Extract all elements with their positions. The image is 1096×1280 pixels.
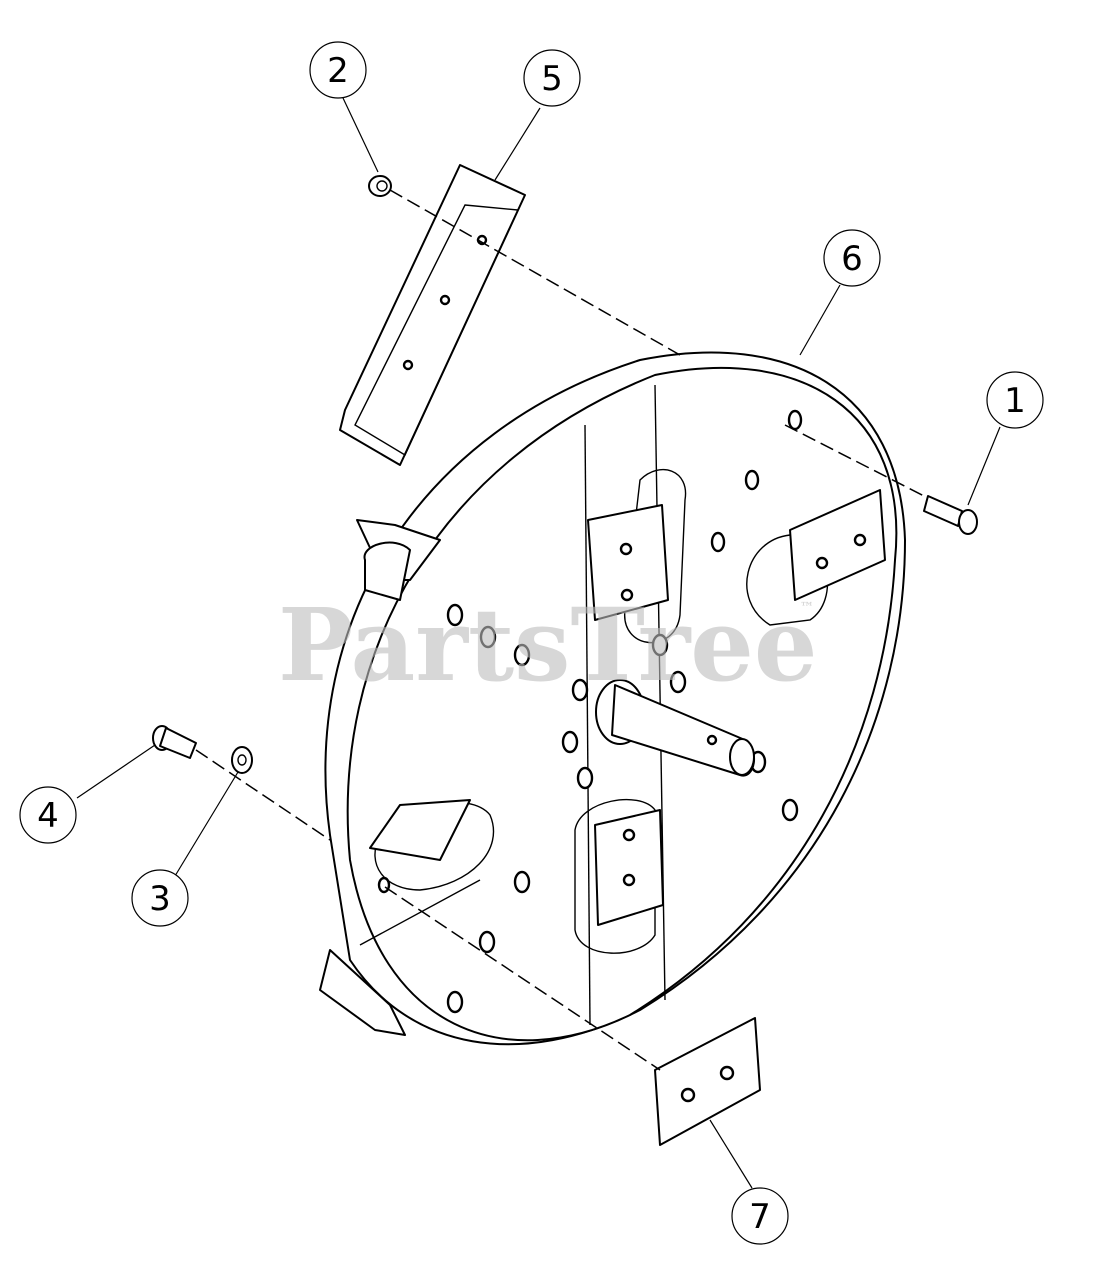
partstree-watermark: PartsTree ™ <box>278 586 818 704</box>
svg-text:PartsTree: PartsTree <box>278 586 818 704</box>
plate-channel-lower <box>359 879 481 946</box>
plate-channel-left <box>584 424 591 1026</box>
shoe-hole-2 <box>719 1065 735 1081</box>
blade-hole-2 <box>439 294 451 306</box>
svg-text:1: 1 <box>1004 381 1026 421</box>
leader-lines <box>76 97 1001 1189</box>
blade-part-5[interactable] <box>339 164 526 466</box>
paddle-left <box>369 799 471 861</box>
plate-holes <box>377 409 867 1014</box>
shoe-body <box>654 1017 761 1146</box>
callout-4[interactable]: 4 <box>19 786 77 844</box>
nut-part-2[interactable] <box>368 175 392 197</box>
svg-text:5: 5 <box>541 59 563 99</box>
rear-paddle-hub <box>363 541 411 601</box>
svg-text:3: 3 <box>149 879 171 919</box>
paddle-top <box>587 504 669 621</box>
rear-paddle-lower <box>319 949 406 1036</box>
slot-top <box>624 469 687 644</box>
paddle-bottom <box>594 809 664 926</box>
washer-part-3[interactable] <box>231 746 253 774</box>
hub-shaft <box>595 679 756 777</box>
svg-text:2: 2 <box>327 51 349 91</box>
svg-text:4: 4 <box>37 796 59 836</box>
assembly-lines <box>195 189 929 1071</box>
callout-5[interactable]: 5 <box>523 49 581 107</box>
impeller-plate[interactable] <box>319 351 906 1046</box>
paddle-right <box>789 489 886 601</box>
slot-bottom <box>574 798 656 954</box>
blade-inner-face <box>354 204 520 457</box>
bolt-part-4[interactable] <box>152 725 197 759</box>
bolt-part-1[interactable] <box>923 495 978 535</box>
shoe-plate-part-7[interactable] <box>654 1017 761 1146</box>
callout-7[interactable]: 7 <box>731 1187 789 1245</box>
callout-2[interactable]: 2 <box>309 41 367 99</box>
callout-3[interactable]: 3 <box>131 869 189 927</box>
shoe-hole-1 <box>680 1087 696 1103</box>
callout-6[interactable]: 6 <box>823 229 881 287</box>
blade-hole-3 <box>402 359 414 371</box>
svg-text:6: 6 <box>841 239 863 279</box>
svg-text:7: 7 <box>749 1197 771 1237</box>
blade-body <box>339 164 526 466</box>
svg-text:™: ™ <box>800 600 814 616</box>
callout-1[interactable]: 1 <box>986 371 1044 429</box>
